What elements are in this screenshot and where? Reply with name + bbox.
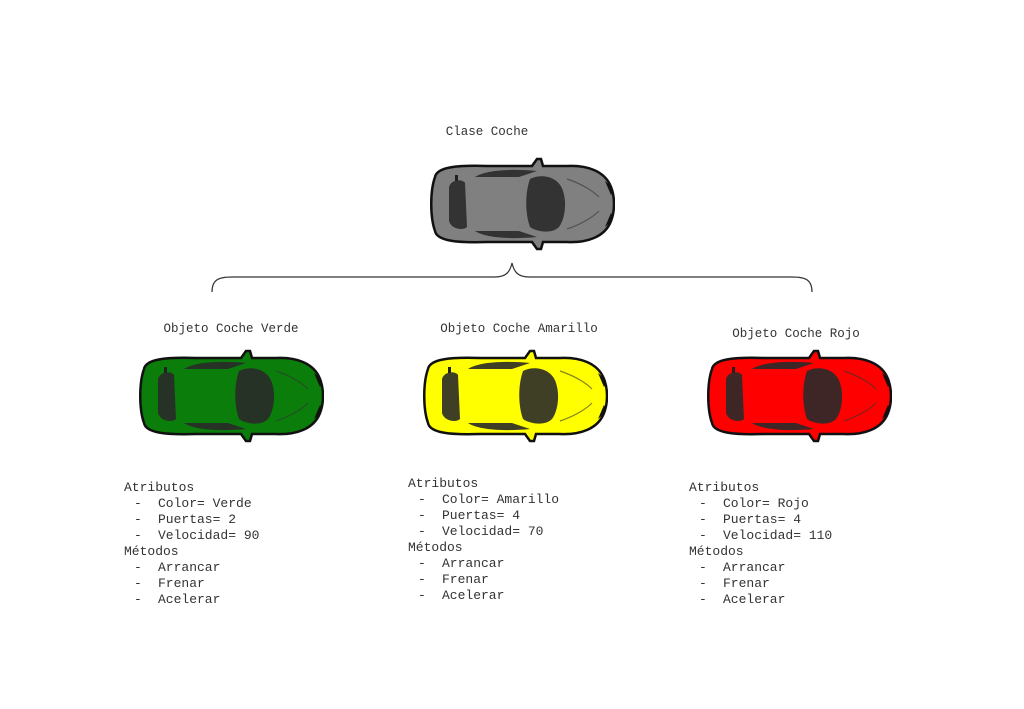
methods-header: Métodos [124, 544, 179, 559]
dash: - [699, 528, 707, 543]
method: Acelerar [723, 592, 786, 607]
method: Arrancar [723, 560, 786, 575]
attribute: Color= Amarillo [442, 492, 560, 507]
attributes-header: Atributos [408, 476, 479, 491]
methods-header: Métodos [408, 540, 463, 555]
dash: - [134, 560, 142, 575]
attribute: Color= Verde [158, 496, 252, 511]
method: Frenar [158, 576, 205, 591]
attribute: Velocidad= 90 [158, 528, 260, 543]
yellow-car-icon [423, 349, 608, 443]
dash: - [134, 576, 142, 591]
green-car-icon [139, 349, 324, 443]
attributes-header: Atributos [124, 480, 195, 495]
methods-header: Métodos [689, 544, 744, 559]
method: Frenar [442, 572, 489, 587]
dash: - [699, 496, 707, 511]
attribute: Puertas= 4 [723, 512, 802, 527]
red-details: Atributos - Color= Rojo - Puertas= 4 - Velo… [689, 480, 832, 608]
attribute: Color= Rojo [723, 496, 809, 511]
red-car-icon [707, 349, 892, 443]
class-title: Clase Coche [445, 125, 529, 139]
dash: - [699, 560, 707, 575]
dash: - [134, 528, 142, 543]
attribute: Velocidad= 70 [442, 524, 544, 539]
dash: - [418, 508, 426, 523]
object-title-red: Objeto Coche Rojo [732, 327, 860, 341]
attribute: Puertas= 4 [442, 508, 521, 523]
dash: - [418, 492, 426, 507]
method: Arrancar [442, 556, 505, 571]
dash: - [418, 556, 426, 571]
green-details: Atributos - Color= Verde - Puertas= 2 - Vel… [124, 480, 259, 608]
attributes-header: Atributos [689, 480, 760, 495]
dash: - [418, 524, 426, 539]
dash: - [418, 572, 426, 587]
dash: - [418, 588, 426, 603]
method: Arrancar [158, 560, 221, 575]
dash: - [699, 592, 707, 607]
dash: - [699, 512, 707, 527]
dash: - [699, 576, 707, 591]
dash: - [134, 592, 142, 607]
object-title-green: Objeto Coche Verde [163, 322, 299, 336]
object-title-yellow: Objeto Coche Amarillo [440, 322, 598, 336]
method: Acelerar [442, 588, 505, 603]
attribute: Puertas= 2 [158, 512, 237, 527]
dash: - [134, 512, 142, 527]
dash: - [134, 496, 142, 511]
method: Frenar [723, 576, 770, 591]
method: Acelerar [158, 592, 221, 607]
yellow-details: Atributos - Color= Amarillo - Puertas= 4 -… [408, 476, 559, 604]
attribute: Velocidad= 110 [723, 528, 833, 543]
